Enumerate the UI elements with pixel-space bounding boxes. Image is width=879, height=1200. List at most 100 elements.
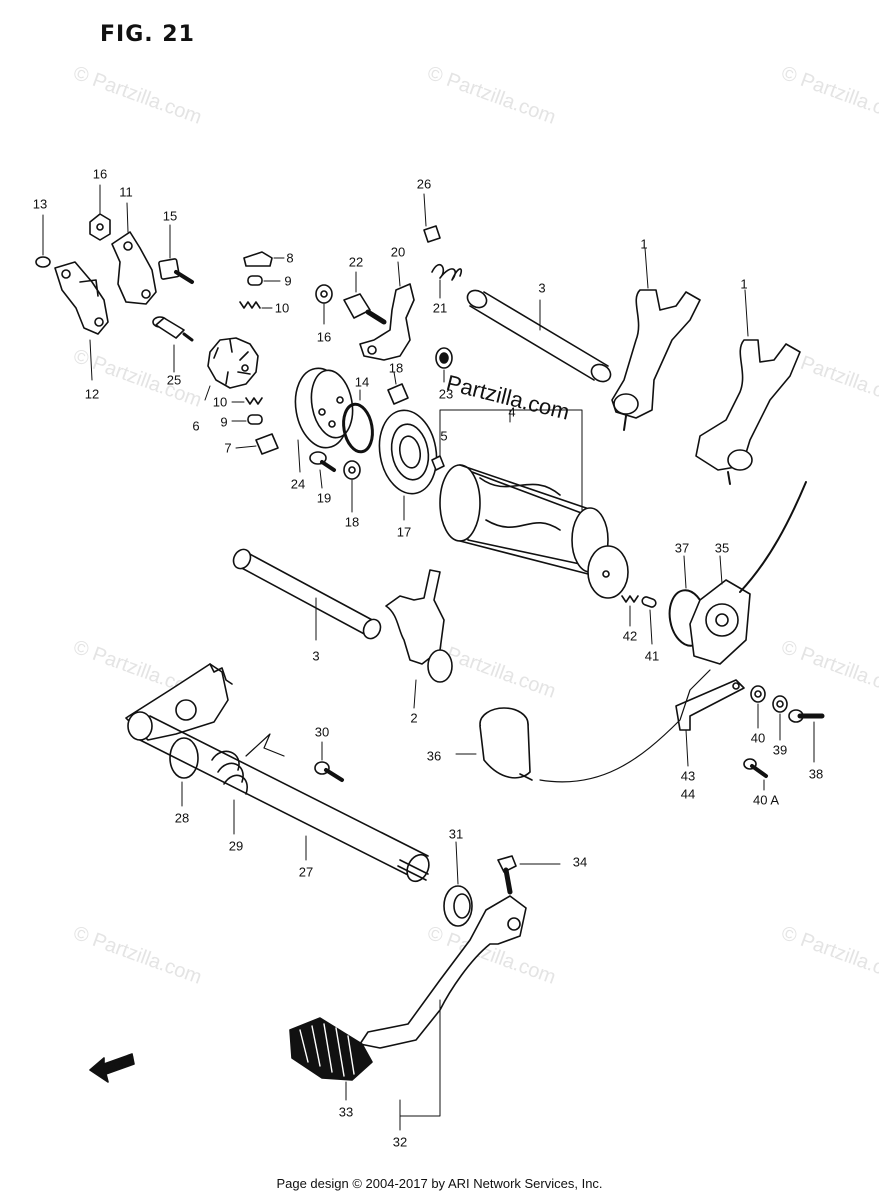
callout-22: 22 [348, 254, 364, 270]
part-13-screw [36, 215, 50, 267]
callout-43: 43 [680, 768, 696, 784]
callout-20: 20 [390, 244, 406, 260]
part-14-gasket [340, 390, 376, 454]
part-38-screw [789, 710, 822, 762]
callout-33: 33 [338, 1104, 354, 1120]
part-33-rubber [290, 1018, 372, 1100]
callout-27: 27 [298, 864, 314, 880]
callout-23: 23 [438, 386, 454, 402]
part-40a-screw [744, 759, 766, 790]
part-2-fork [386, 570, 452, 708]
callout-25: 25 [166, 372, 182, 388]
part-43-bracket [540, 670, 744, 782]
part-8-pawl [244, 252, 284, 266]
part-36-cover [456, 708, 532, 780]
part-21-spring [432, 265, 461, 298]
front-arrow-icon: FRONT [90, 1054, 136, 1082]
callout-44: 44 [680, 786, 696, 802]
part-7-block [236, 434, 278, 454]
callout-16-middle: 16 [316, 329, 332, 345]
callout-11: 11 [119, 184, 133, 200]
callout-42: 42 [622, 628, 638, 644]
part-39-washer [773, 696, 787, 740]
part-32-pedal [360, 896, 526, 1130]
part-10-spring-upper [240, 302, 272, 308]
callout-29: 29 [228, 838, 244, 854]
part-16-nut [90, 185, 110, 240]
part-28-ratchet-arm [126, 664, 232, 806]
callout-32: 32 [392, 1134, 408, 1150]
callout-21: 21 [432, 300, 448, 316]
callout-2: 2 [410, 710, 418, 726]
callout-40: 40 [750, 730, 766, 746]
callout-40a: 40 A [752, 792, 780, 808]
callout-17: 17 [396, 524, 412, 540]
part-20-arm [360, 262, 414, 360]
callout-39: 39 [772, 742, 788, 758]
callout-41: 41 [644, 648, 660, 664]
part-42-spring [622, 596, 638, 626]
part-19-bolt [310, 452, 334, 488]
callout-18-lower: 18 [344, 514, 360, 530]
part-23-circlip [436, 348, 452, 382]
callout-1-left: 1 [640, 236, 648, 252]
part-10-spring-lower [232, 398, 262, 404]
callout-37: 37 [674, 540, 690, 556]
part-41-pin [641, 596, 657, 644]
callout-14: 14 [354, 374, 370, 390]
callout-18-upper: 18 [388, 360, 404, 376]
callout-3-upper: 3 [538, 280, 546, 296]
callout-26: 26 [416, 176, 432, 192]
part-34-bolt [498, 856, 560, 892]
callout-38: 38 [808, 766, 824, 782]
callout-3-lower: 3 [312, 648, 320, 664]
part-29-spring [212, 734, 284, 834]
part-18-plate-upper [388, 372, 408, 404]
part-25-pin [153, 317, 192, 372]
part-3-shaft-lower [230, 546, 384, 641]
part-16-nut-middle [316, 285, 332, 324]
part-22-bolt [344, 272, 384, 322]
page-footer: Page design © 2004-2017 by ARI Network S… [276, 1176, 603, 1191]
part-15-bolt [159, 225, 192, 282]
callout-10-upper: 10 [274, 300, 290, 316]
part-24-cover [289, 364, 357, 472]
figure-title: FIG. 21 [100, 22, 195, 47]
callout-28: 28 [174, 810, 190, 826]
part-5-pin [432, 456, 444, 470]
callout-30: 30 [314, 724, 330, 740]
part-12-plate [55, 262, 108, 380]
part-11-arm [112, 203, 156, 304]
callout-35: 35 [714, 540, 730, 556]
part-9-pin-lower [232, 415, 262, 424]
part-35-switch [690, 482, 806, 664]
callout-6: 6 [192, 418, 200, 434]
callout-10-lower: 10 [212, 394, 228, 410]
part-9-pin-upper [248, 276, 280, 285]
part-30-bolt [315, 742, 342, 780]
part-6-cam [205, 338, 258, 400]
callout-24: 24 [290, 476, 306, 492]
part-17-bearing [373, 406, 443, 520]
part-3-shaft-upper [464, 287, 613, 385]
callout-8: 8 [286, 250, 294, 266]
part-31-seal [444, 842, 472, 926]
callout-12: 12 [84, 386, 100, 402]
callout-4: 4 [508, 404, 516, 420]
callout-9-upper: 9 [284, 273, 292, 289]
callout-7: 7 [224, 440, 232, 456]
part-40-washer [751, 686, 765, 728]
callout-16: 16 [92, 166, 108, 182]
part-27-shaft [140, 716, 433, 885]
callout-15: 15 [162, 208, 178, 224]
part-18-washer-lower [344, 461, 360, 512]
callout-36: 36 [426, 748, 442, 764]
callout-19: 19 [316, 490, 332, 506]
part-1-fork-upper [612, 248, 700, 430]
part-4-drum [440, 410, 628, 598]
callout-9-lower: 9 [220, 414, 228, 430]
callout-31: 31 [448, 826, 464, 842]
callout-1-right: 1 [740, 276, 748, 292]
callout-13: 13 [32, 196, 48, 212]
